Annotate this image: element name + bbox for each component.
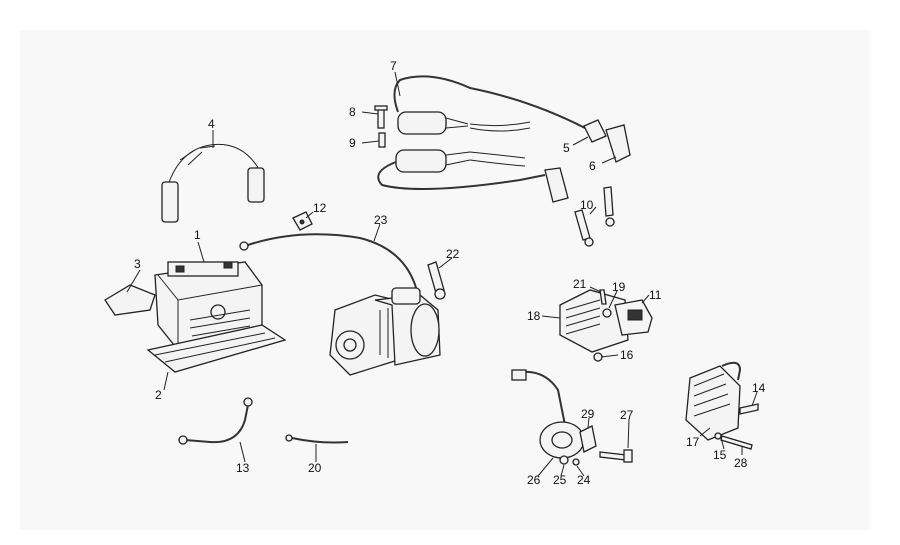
part-label-20: 20 [308, 461, 322, 475]
battery-pad [104, 284, 156, 316]
part-label-23: 23 [374, 213, 388, 227]
starter-motor [329, 287, 441, 376]
regulator-screw [599, 289, 607, 305]
sensor-bolt [599, 449, 633, 463]
spark-plug [603, 186, 615, 227]
regulator-connector [614, 299, 653, 336]
part-label-9: 9 [349, 136, 356, 150]
part-label-6: 6 [589, 159, 596, 173]
part-labels: 1 2 3 4 5 6 7 8 9 10 11 12 13 14 15 16 1… [134, 59, 766, 487]
battery-strap [161, 143, 265, 223]
ignition-control-unit [685, 361, 742, 441]
leader-lines [126, 71, 758, 477]
part-label-26: 26 [527, 473, 541, 487]
ignition-coil-upper [393, 75, 586, 135]
part-label-25: 25 [553, 473, 567, 487]
ground-cable [285, 434, 349, 444]
control-unit-washer [714, 432, 722, 440]
part-label-5: 5 [563, 141, 570, 155]
ground-strap [178, 397, 253, 445]
spark-plug-cap-lower [544, 167, 569, 203]
part-label-24: 24 [577, 473, 591, 487]
regulator-washer-lower [593, 352, 603, 362]
part-label-1: 1 [194, 228, 201, 242]
spark-plug-cap-upper [583, 119, 631, 163]
part-label-12: 12 [313, 201, 327, 215]
part-label-14: 14 [752, 381, 766, 395]
part-label-17: 17 [686, 435, 700, 449]
ignition-coil-lower [377, 149, 546, 190]
part-label-11: 11 [649, 288, 662, 302]
sensor-nut [572, 458, 580, 466]
battery [154, 261, 263, 351]
spark-plug [574, 209, 594, 247]
part-label-2: 2 [155, 388, 162, 402]
part-label-16: 16 [620, 348, 634, 362]
part-label-3: 3 [134, 257, 141, 271]
battery-tray [146, 324, 287, 373]
part-label-28: 28 [734, 456, 748, 470]
part-label-22: 22 [446, 247, 460, 261]
part-label-13: 13 [236, 461, 250, 475]
voltage-regulator [559, 289, 629, 353]
part-label-27: 27 [620, 408, 634, 422]
part-label-4: 4 [208, 117, 215, 131]
part-label-8: 8 [349, 105, 356, 119]
coil-screw [374, 105, 388, 129]
cable-bolt [427, 261, 446, 300]
coil-spacer [378, 132, 386, 148]
part-label-21: 21 [573, 277, 587, 291]
sensor-washer [559, 455, 569, 465]
part-label-15: 15 [713, 448, 727, 462]
regulator-washer-upper [602, 308, 612, 318]
part-label-10: 10 [580, 198, 594, 212]
part-label-19: 19 [612, 280, 626, 294]
part-label-7: 7 [390, 59, 397, 73]
part-label-18: 18 [527, 309, 541, 323]
part-label-29: 29 [581, 407, 595, 421]
